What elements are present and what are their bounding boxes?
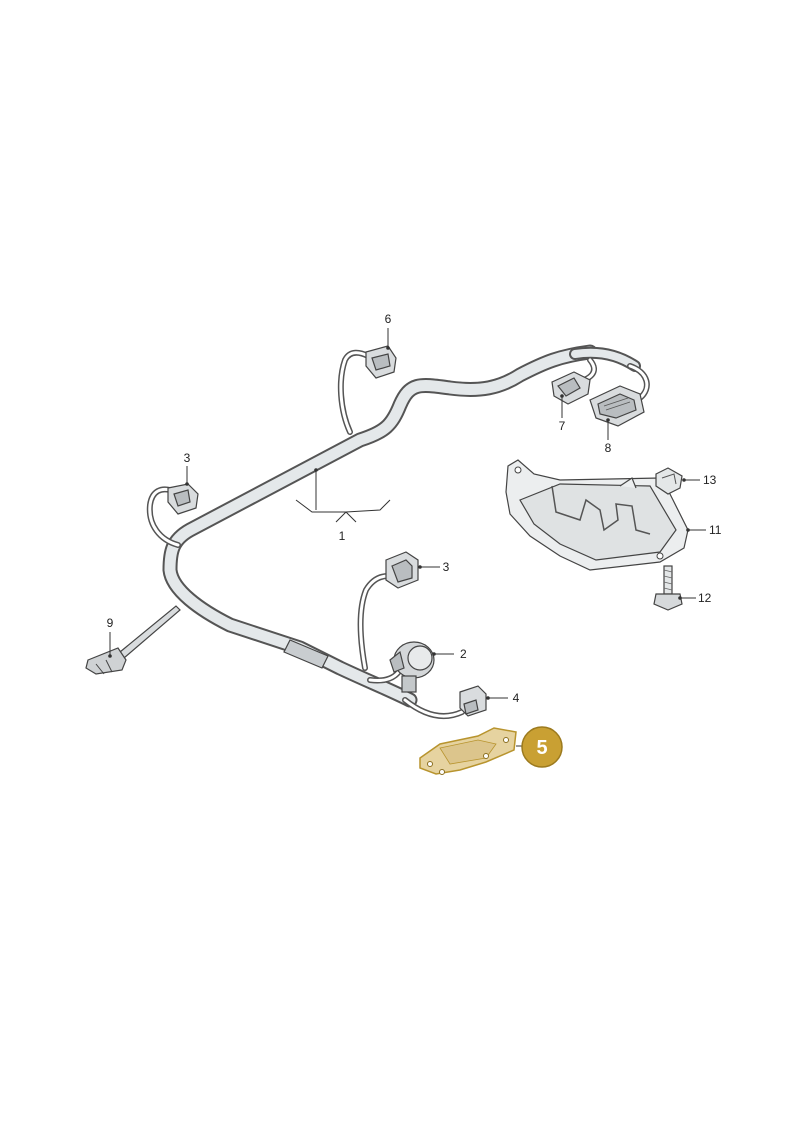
highlight-badge-5[interactable]: 5 (521, 726, 563, 768)
highlight-badge-circle (521, 726, 563, 768)
callout-labels: 1 2 3 3 4 6 7 8 9 11 12 13 (107, 312, 722, 705)
bracket-plate-5[interactable] (419, 727, 517, 775)
callout-13: 13 (703, 473, 717, 487)
clip-nut-13[interactable] (655, 467, 683, 495)
callout-6: 6 (385, 312, 392, 326)
callout-8: 8 (605, 441, 612, 455)
connector-6[interactable] (365, 345, 397, 379)
callout-2: 2 (460, 647, 467, 661)
callout-1: 1 (339, 529, 346, 543)
bolt-12[interactable] (653, 565, 683, 611)
callout-4: 4 (513, 691, 520, 705)
sensor-2[interactable] (389, 641, 435, 693)
connector-7[interactable] (551, 371, 591, 405)
cable-tie-9[interactable] (85, 605, 181, 675)
callout-3-lower: 3 (443, 560, 450, 574)
leader-lines (108, 328, 706, 747)
bracket-11[interactable] (505, 459, 689, 571)
callout-9: 9 (107, 616, 114, 630)
connector-8[interactable] (589, 385, 645, 427)
connector-4[interactable] (459, 685, 487, 717)
connector-3-upper[interactable] (167, 483, 199, 515)
callout-7: 7 (559, 419, 566, 433)
harness-sleeve (283, 639, 329, 669)
wiring-harness[interactable] (162, 344, 641, 708)
highlight-badge-label: 5 (536, 737, 547, 759)
callout-3-upper: 3 (184, 451, 191, 465)
callout-11: 11 (709, 523, 722, 537)
callout-12: 12 (698, 591, 712, 605)
connector-3-lower[interactable] (385, 551, 419, 589)
